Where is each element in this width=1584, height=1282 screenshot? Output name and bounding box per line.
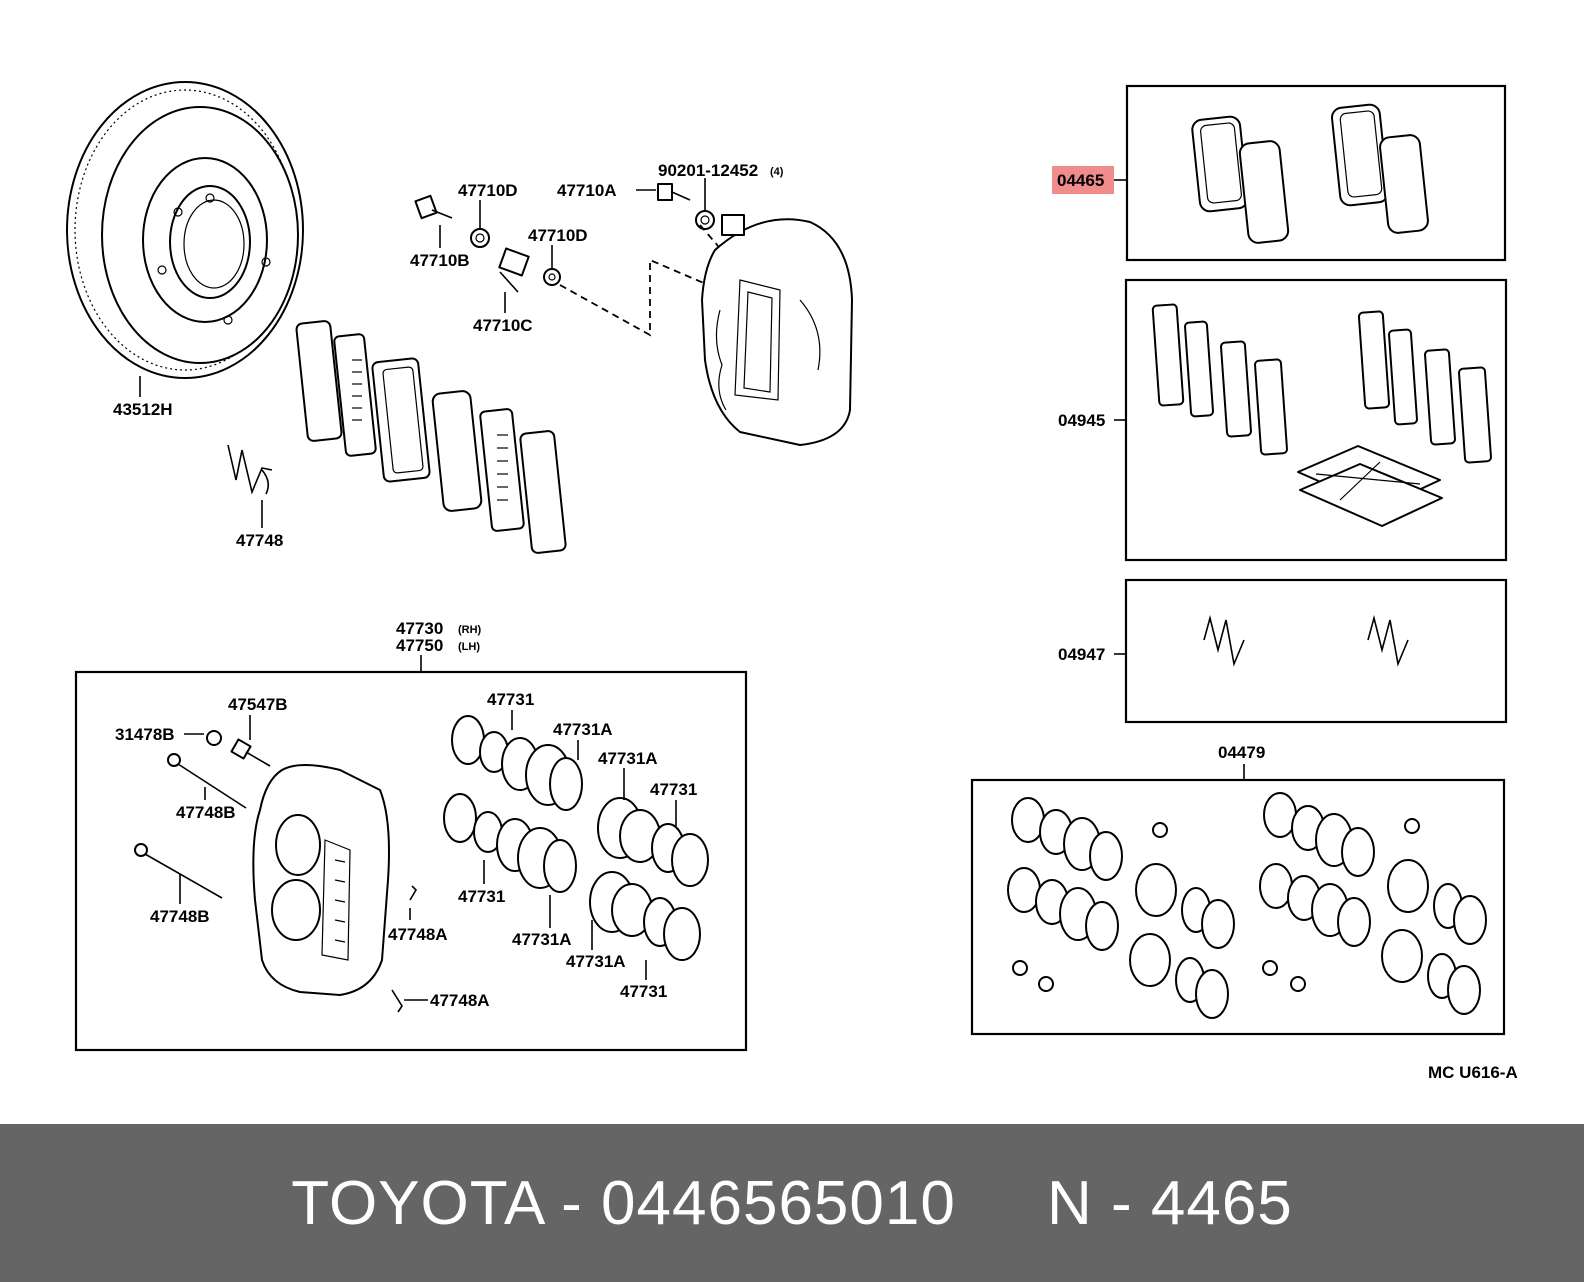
bleeder-cap-d1[interactable]: [470, 200, 490, 248]
diagram-code: MC U616-A: [1428, 1063, 1518, 1082]
caliper-kit-box: [74, 670, 748, 1052]
label-47731a-2: 47731A: [598, 749, 658, 768]
clip-kit-04947[interactable]: [1203, 614, 1409, 667]
label-04479: 04479: [1218, 743, 1265, 762]
label-47748b-1: 47748B: [176, 803, 236, 822]
label-47731-1: 47731: [487, 690, 534, 709]
label-47710d-1: 47710D: [458, 181, 518, 200]
slide-pin-2[interactable]: [134, 843, 223, 904]
brake-rotor[interactable]: [66, 81, 304, 397]
label-rh-tag: (RH): [458, 624, 482, 636]
kit-box-04947: [1124, 578, 1508, 724]
kit-box-04479: [970, 778, 1506, 1036]
kit-box-04465: [1125, 84, 1507, 262]
label-04945: 04945: [1058, 411, 1105, 430]
label-47731a-3: 47731A: [512, 930, 572, 949]
bleeder-screw[interactable]: [230, 738, 271, 767]
pad-shim-set-top[interactable]: [295, 320, 567, 554]
caliper-assembly-top[interactable]: [701, 214, 853, 446]
label-47547b: 47547B: [228, 695, 288, 714]
label-47748a-1: 47748A: [388, 925, 448, 944]
label-90201: 90201-12452: [658, 161, 758, 180]
bleeder-cap-d2[interactable]: [543, 245, 561, 286]
rotor-part-number: 43512H: [113, 400, 173, 419]
label-47748b-2: 47748B: [150, 907, 210, 926]
bleeder-c[interactable]: [498, 247, 530, 313]
brake-pad-set-04465[interactable]: [1191, 103, 1429, 244]
label-47748: 47748: [236, 531, 283, 550]
label-04947: 04947: [1058, 645, 1105, 664]
label-47710c: 47710C: [473, 316, 533, 335]
shim-kit-04945[interactable]: [1151, 303, 1492, 527]
bolt-90201[interactable]: [695, 178, 715, 230]
footer-bar: TOYOTA - 0446565010 N - 4465: [0, 1124, 1584, 1282]
label-90201-qty: (4): [770, 166, 784, 178]
label-47731-4: 47731: [620, 982, 667, 1001]
label-47710d-2: 47710D: [528, 226, 588, 245]
slide-pin-1[interactable]: [167, 753, 247, 809]
label-47731-2: 47731: [650, 780, 697, 799]
label-47748a-2: 47748A: [430, 991, 490, 1010]
label-47731a-1: 47731A: [553, 720, 613, 739]
bolt-47710a[interactable]: [636, 183, 691, 201]
label-31478b: 31478B: [115, 725, 175, 744]
label-47730: 47730: [396, 619, 443, 638]
anti-rattle-spring[interactable]: [227, 444, 273, 528]
label-47731-3: 47731: [458, 887, 505, 906]
piston-seal-set[interactable]: [443, 715, 709, 961]
pad-clip-2[interactable]: [391, 989, 428, 1013]
pad-clip-1[interactable]: [409, 885, 418, 920]
label-47710a: 47710A: [557, 181, 617, 200]
label-47710b: 47710B: [410, 251, 470, 270]
dust-cap[interactable]: [206, 730, 222, 746]
seal-kit-04479[interactable]: [1007, 792, 1487, 1019]
label-47731a-4: 47731A: [566, 952, 626, 971]
label-04465: 04465: [1057, 171, 1104, 190]
footer-part-text: TOYOTA - 0446565010 N - 4465: [291, 1168, 1293, 1238]
leader-dashed-1: [559, 258, 721, 337]
label-lh-tag: (LH): [458, 641, 480, 653]
bleeder-plug-b[interactable]: [414, 194, 453, 248]
caliper-housing[interactable]: [252, 764, 390, 996]
highlight-04465: [1052, 166, 1114, 194]
parts-diagram: 43512H 47710B 47710D 47710A 90201-12452 …: [66, 81, 1518, 1082]
label-47750: 47750: [396, 636, 443, 655]
